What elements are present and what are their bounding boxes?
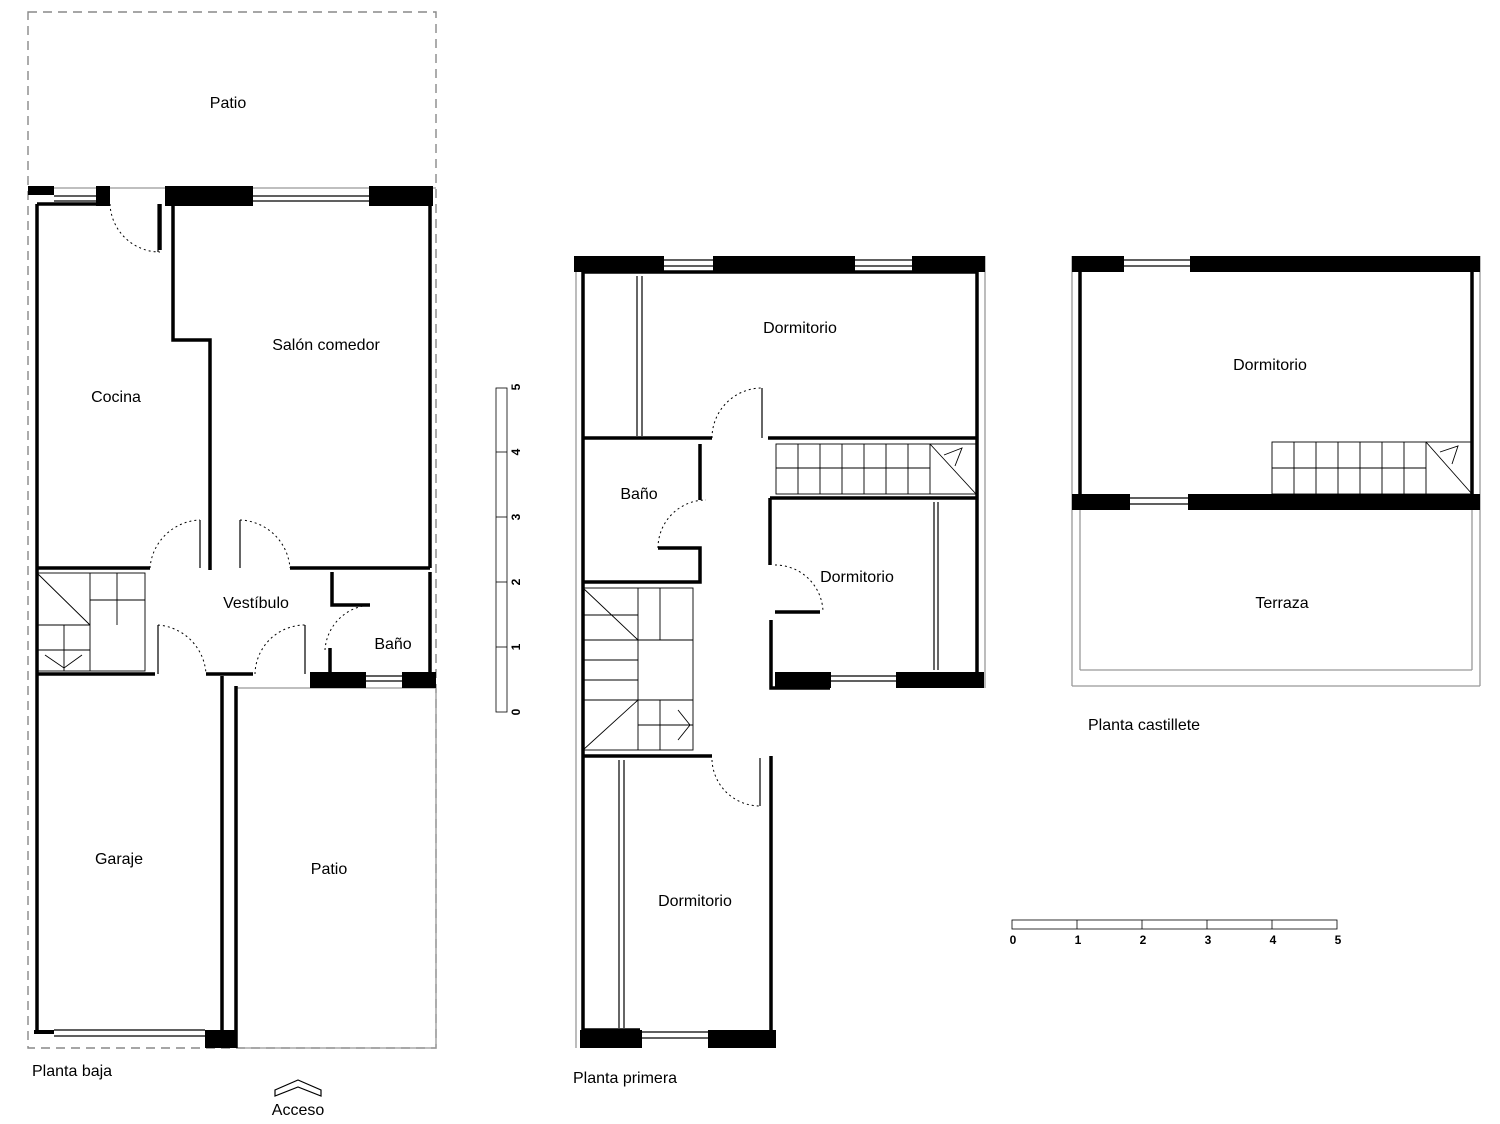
vertical-scale-tick-label: 3 (509, 513, 523, 520)
room-label-dormitorio-bottom: Dormitorio (658, 893, 732, 910)
horizontal-scale-tick-label: 4 (1270, 933, 1277, 947)
room-label-bano-ground: Baño (374, 636, 411, 653)
room-label-bano-first: Baño (620, 486, 657, 503)
room-label-cocina: Cocina (91, 389, 141, 406)
room-label-garaje: Garaje (95, 851, 143, 868)
room-label-salon-comedor: Salón comedor (272, 337, 380, 354)
room-label-terraza: Terraza (1255, 595, 1308, 612)
horizontal-scale-tick-label: 5 (1335, 933, 1342, 947)
caption-planta-castillete: Planta castillete (1088, 717, 1200, 734)
vertical-scale-tick-label: 0 (509, 708, 523, 715)
room-label-patio-front: Patio (311, 861, 348, 878)
vertical-scale-tick-label: 2 (509, 578, 523, 585)
horizontal-scale-tick-label: 1 (1075, 933, 1082, 947)
ground-floor-plan (27, 11, 437, 1049)
access-label: Acceso (272, 1102, 325, 1119)
room-label-dormitorio-top: Dormitorio (763, 320, 837, 337)
room-label-dormitorio-roof: Dormitorio (1233, 357, 1307, 374)
vertical-scale-bar: 0 1 2 3 4 5 (495, 383, 523, 715)
caption-planta-primera: Planta primera (573, 1070, 677, 1087)
room-label-patio-back: Patio (210, 95, 247, 112)
room-label-dormitorio-mid: Dormitorio (820, 569, 894, 586)
horizontal-scale-tick-label: 0 (1010, 933, 1017, 947)
horizontal-scale-tick-label: 3 (1205, 933, 1212, 947)
access-arrow-icon (274, 1079, 322, 1097)
horizontal-scale-bar: 0 1 2 3 4 5 (1010, 919, 1342, 947)
first-floor-plan (574, 256, 986, 1048)
room-label-vestibulo: Vestíbulo (223, 595, 289, 612)
vertical-scale-tick-label: 4 (509, 448, 523, 455)
roof-floor-plan (1071, 256, 1481, 687)
vertical-scale-tick-label: 5 (509, 383, 523, 390)
horizontal-scale-tick-label: 2 (1140, 933, 1147, 947)
caption-planta-baja: Planta baja (32, 1063, 112, 1080)
vertical-scale-tick-label: 1 (509, 643, 523, 650)
